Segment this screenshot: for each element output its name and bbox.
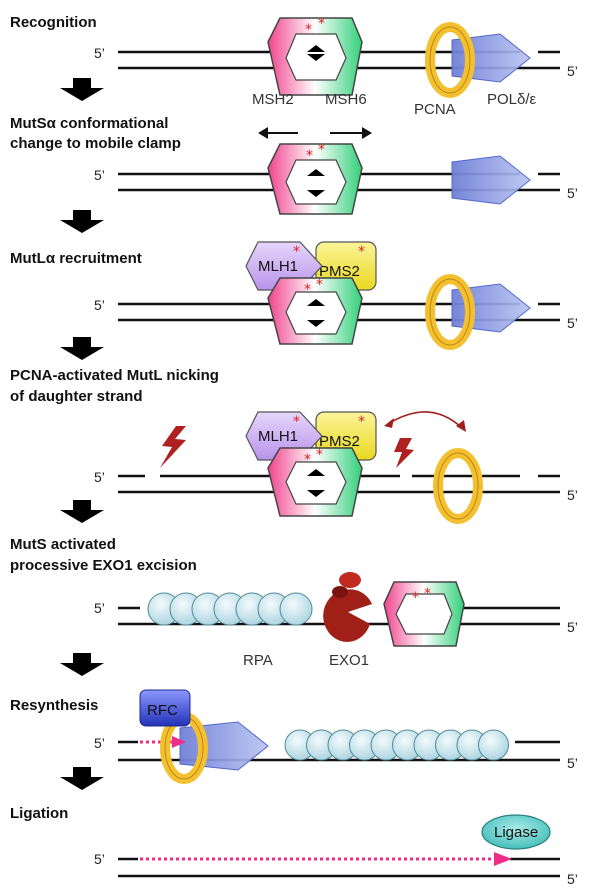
mismatch-star: * (318, 16, 325, 32)
stage-1-five-prime-bottom: 5’ (567, 63, 578, 79)
msh2-msh6-clamp: * * (267, 277, 363, 345)
stage-2-title-line2: change to mobile clamp (10, 135, 181, 152)
mlh1-label: MLH1 (258, 258, 298, 275)
rpa-chain (147, 592, 313, 626)
msh2-msh6-complex: * * (267, 16, 363, 96)
stage-7-five-prime-bottom: 5’ (567, 871, 578, 887)
mismatch-star: * (424, 586, 431, 602)
mismatch-star: * (412, 590, 419, 606)
flow-arrow-6 (60, 767, 104, 790)
pcna-ring (425, 22, 475, 98)
mlh1-label: MLH1 (258, 428, 298, 445)
pol-label: POLδ/ε (487, 91, 537, 108)
msh6-label: MSH6 (325, 91, 367, 108)
pol-delta-epsilon (451, 155, 531, 205)
nick-lightning-icon (394, 438, 414, 468)
mismatch-star: * (293, 244, 300, 260)
mismatch-star: * (316, 447, 323, 463)
pcna-ring (425, 274, 475, 350)
mismatch-star: * (305, 22, 312, 38)
mismatch-star: * (293, 414, 300, 430)
exo1-protein (323, 572, 372, 642)
mismatch-star: * (358, 414, 365, 430)
msh2-msh6-clamp: * * (267, 142, 363, 215)
interaction-arrow (384, 411, 466, 432)
stage-2-five-prime-bottom: 5’ (567, 185, 578, 201)
rpa-chain (284, 729, 509, 761)
mismatch-star: * (358, 244, 365, 260)
mismatch-star: * (304, 282, 311, 298)
ligase-protein (481, 814, 551, 850)
resynthesis-arrowhead (494, 852, 512, 866)
ligase-label: Ligase (494, 824, 538, 841)
stage-6-five-prime-top: 5’ (94, 735, 105, 751)
pms2-label: PMS2 (319, 263, 360, 280)
stage-3-five-prime-top: 5’ (94, 297, 105, 313)
stage-4-title: PCNA-activated MutL nicking (10, 367, 219, 384)
stage-5-five-prime-bottom: 5’ (567, 619, 578, 635)
stage-1-five-prime-top: 5’ (94, 45, 105, 61)
stage-2-five-prime-top: 5’ (94, 167, 105, 183)
stage-1-title: Recognition (10, 14, 97, 31)
stage-3-five-prime-bottom: 5’ (567, 315, 578, 331)
msh2-msh6-clamp: * * (383, 581, 465, 647)
mismatch-star: * (318, 142, 325, 158)
flow-arrow-5 (60, 653, 104, 676)
stage-5-five-prime-top: 5’ (94, 600, 105, 616)
stage-5-title-line2: processive EXO1 excision (10, 557, 197, 574)
pol-delta-epsilon (179, 721, 269, 771)
mismatch-star: * (304, 452, 311, 468)
stage-7-title: Ligation (10, 805, 68, 822)
mismatch-star: * (306, 148, 313, 164)
flow-arrow-1 (60, 78, 104, 101)
stage-4-title-line2: of daughter strand (10, 388, 143, 405)
stage-5-title: MutS activated (10, 536, 116, 553)
flow-arrow-3 (60, 337, 104, 360)
msh2-msh6-clamp: * * (267, 447, 363, 517)
rpa-label: RPA (243, 652, 273, 669)
movement-arrows (258, 127, 372, 139)
nick-lightning-icon (160, 426, 186, 468)
flow-arrow-2 (60, 210, 104, 233)
exo1-label: EXO1 (329, 652, 369, 669)
stage-6-title: Resynthesis (10, 697, 98, 714)
stage-4-five-prime-bottom: 5’ (567, 487, 578, 503)
rfc-protein (139, 689, 191, 727)
stage-3-title: MutLα recruitment (10, 250, 142, 267)
mismatch-star: * (316, 277, 323, 293)
msh2-label: MSH2 (252, 91, 294, 108)
stage-4-five-prime-top: 5’ (94, 469, 105, 485)
stage-6-five-prime-bottom: 5’ (567, 755, 578, 771)
stage-2-title: MutSα conformational (10, 115, 168, 132)
stage-7-dna (118, 857, 560, 878)
rfc-label: RFC (147, 702, 178, 719)
flow-arrow-4 (60, 500, 104, 523)
stage-7-five-prime-top: 5’ (94, 851, 105, 867)
resynthesis-arrowhead (172, 736, 186, 748)
pcna-ring (433, 448, 483, 524)
rpa-bead (478, 729, 509, 761)
rpa-bead (279, 592, 313, 626)
pms2-label: PMS2 (319, 433, 360, 450)
pcna-label: PCNA (414, 101, 456, 118)
